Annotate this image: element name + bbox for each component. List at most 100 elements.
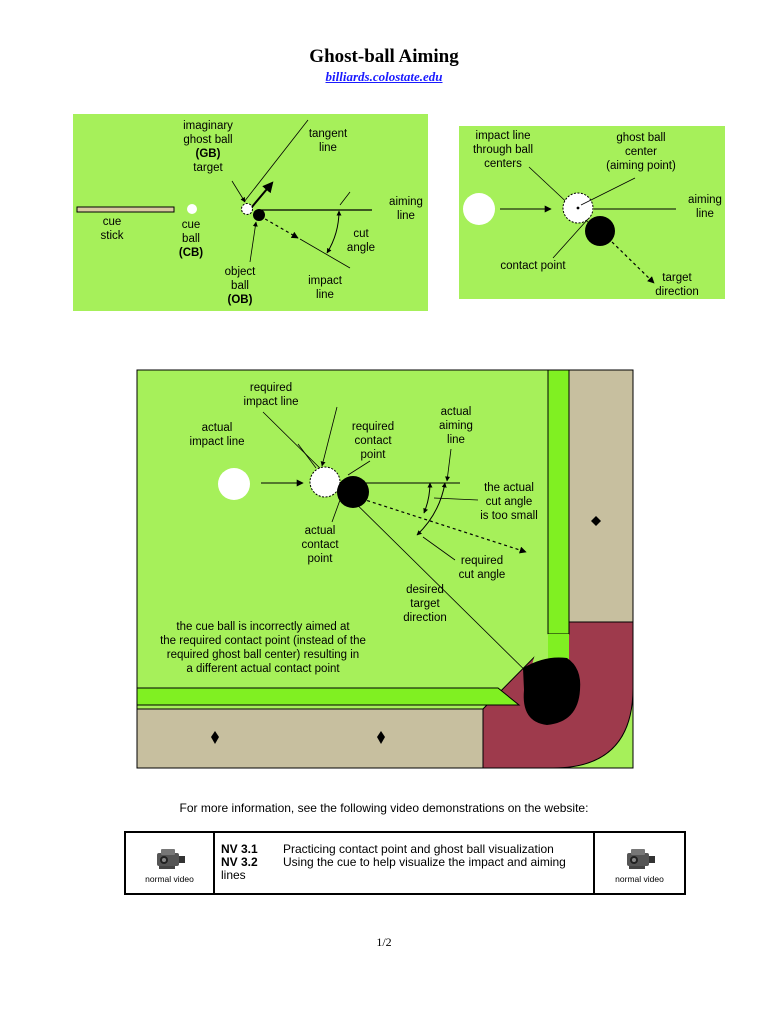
video-link-right[interactable]: normal video <box>595 833 684 893</box>
video-description: Practicing contact point and ghost ball … <box>283 842 554 856</box>
label-aiming: aiming <box>688 194 722 206</box>
label-actual-contact: contact <box>301 539 339 551</box>
label-impact-line: centers <box>484 158 522 170</box>
label-explanation: required ghost ball center) resulting in <box>167 649 359 661</box>
required-impact-line <box>262 411 546 691</box>
bottom-rail <box>136 708 484 769</box>
video-description: Using the cue to help visualize the impa… <box>283 855 566 869</box>
page-title: Ghost-ball Aiming <box>309 46 459 67</box>
label-cue-ball: cue <box>182 219 201 231</box>
video-caption: normal video <box>145 873 194 884</box>
target-arrow <box>611 241 655 284</box>
label-desired-direction: desired <box>406 584 444 596</box>
label-ghost-center: (aiming point) <box>606 160 676 172</box>
diamond-marker <box>591 516 601 526</box>
label-object-ball: ball <box>231 280 249 292</box>
label-object-ball: object <box>225 266 256 278</box>
label-too-small: cut angle <box>486 496 533 508</box>
impact-line <box>299 238 351 269</box>
label-explanation: a different actual contact point <box>186 663 340 675</box>
diamond-marker <box>211 731 219 744</box>
diagram-table-corner <box>136 369 634 769</box>
label-required-impact: required <box>250 382 292 394</box>
label-required-cut: cut angle <box>459 569 506 581</box>
label-aiming: line <box>397 210 415 222</box>
diagram-ghost-ball-basics <box>73 114 428 311</box>
label-ob: (OB) <box>228 294 253 306</box>
label-required-impact: impact line <box>244 396 299 408</box>
label-cb: (CB) <box>179 247 203 259</box>
label-cue-stick: cue <box>103 216 122 228</box>
video-table: normal video NV 3.1 Practicing contact p… <box>124 831 686 895</box>
label-cue-ball: ball <box>182 233 200 245</box>
website-link[interactable]: billiards.colostate.edu <box>325 69 443 84</box>
video-code: NV 3.1 <box>221 842 258 856</box>
cue-ball <box>218 468 250 500</box>
bottom-cushion <box>136 687 521 706</box>
label-actual-impact: impact line <box>190 436 245 448</box>
label-tangent: tangent <box>309 128 348 140</box>
label-explanation: the required contact point (instead of t… <box>160 635 366 647</box>
label-desired-direction: target <box>410 598 440 610</box>
side-rail <box>568 369 634 623</box>
video-link-left[interactable]: normal video <box>126 833 215 893</box>
label-too-small: the actual <box>484 482 534 494</box>
label-tangent: line <box>319 142 337 154</box>
cue-ball <box>463 193 495 225</box>
pocket-hole <box>523 657 581 725</box>
label-required-cut: required <box>461 555 503 567</box>
object-ball <box>253 209 265 221</box>
label-ghost-center: ghost ball <box>616 132 665 144</box>
diamond-marker <box>377 731 385 744</box>
ghost-ball <box>309 466 341 498</box>
label-cut-angle: angle <box>347 242 375 254</box>
label-too-small: is too small <box>480 510 538 522</box>
side-cushion <box>547 369 570 635</box>
ghost-ball <box>241 203 253 215</box>
label-target: target <box>193 162 223 174</box>
label-actual-aiming: actual <box>441 406 472 418</box>
label-explanation: the cue ball is incorrectly aimed at <box>176 621 350 633</box>
more-info-text: For more information, see the following … <box>179 801 589 815</box>
label-required-contact: point <box>361 449 387 461</box>
label-ghost-ball: ghost ball <box>183 134 232 146</box>
cue-ball <box>187 204 197 214</box>
label-actual-aiming: line <box>447 434 465 446</box>
label-gb: (GB) <box>196 148 221 160</box>
video-code: NV 3.2 <box>221 855 258 869</box>
video-camera-icon <box>156 848 185 869</box>
label-cut-angle: cut <box>353 228 369 240</box>
label-impact: line <box>316 289 334 301</box>
video-row[interactable]: NV 3.2 Using the cue to help visualize t… <box>221 856 566 869</box>
page-number: 1/2 <box>376 935 392 949</box>
label-cue-stick: stick <box>101 230 124 242</box>
label-actual-aiming: aiming <box>439 420 473 432</box>
label-aiming: line <box>696 208 714 220</box>
label-aiming: aiming <box>389 196 423 208</box>
video-description-wrap: lines <box>221 868 246 882</box>
tangent-line <box>243 119 309 203</box>
label-desired-direction: direction <box>403 612 446 624</box>
label-contact-point: contact point <box>500 260 566 272</box>
label-required-contact: required <box>352 421 394 433</box>
diagram-ghost-ball-centers <box>459 126 725 299</box>
label-actual-contact: actual <box>305 525 336 537</box>
cut-angle-arc <box>326 210 342 254</box>
video-caption: normal video <box>615 873 664 884</box>
label-target: target <box>662 272 692 284</box>
label-actual-contact: point <box>308 553 334 565</box>
label-impact-line: impact line <box>476 130 531 142</box>
cue-stick <box>76 206 175 213</box>
required-cut-arc <box>416 482 447 536</box>
label-ghost-center: center <box>625 146 657 158</box>
video-row[interactable]: NV 3.1 Practicing contact point and ghos… <box>221 843 554 856</box>
label-ghost-ball: imaginary <box>183 120 233 132</box>
video-list: NV 3.1 Practicing contact point and ghos… <box>215 833 595 893</box>
object-ball <box>337 476 369 508</box>
label-target: direction <box>655 286 698 298</box>
object-ball <box>585 216 615 246</box>
label-required-contact: contact <box>354 435 392 447</box>
label-actual-impact: actual <box>202 422 233 434</box>
impact-arrow <box>259 215 299 239</box>
